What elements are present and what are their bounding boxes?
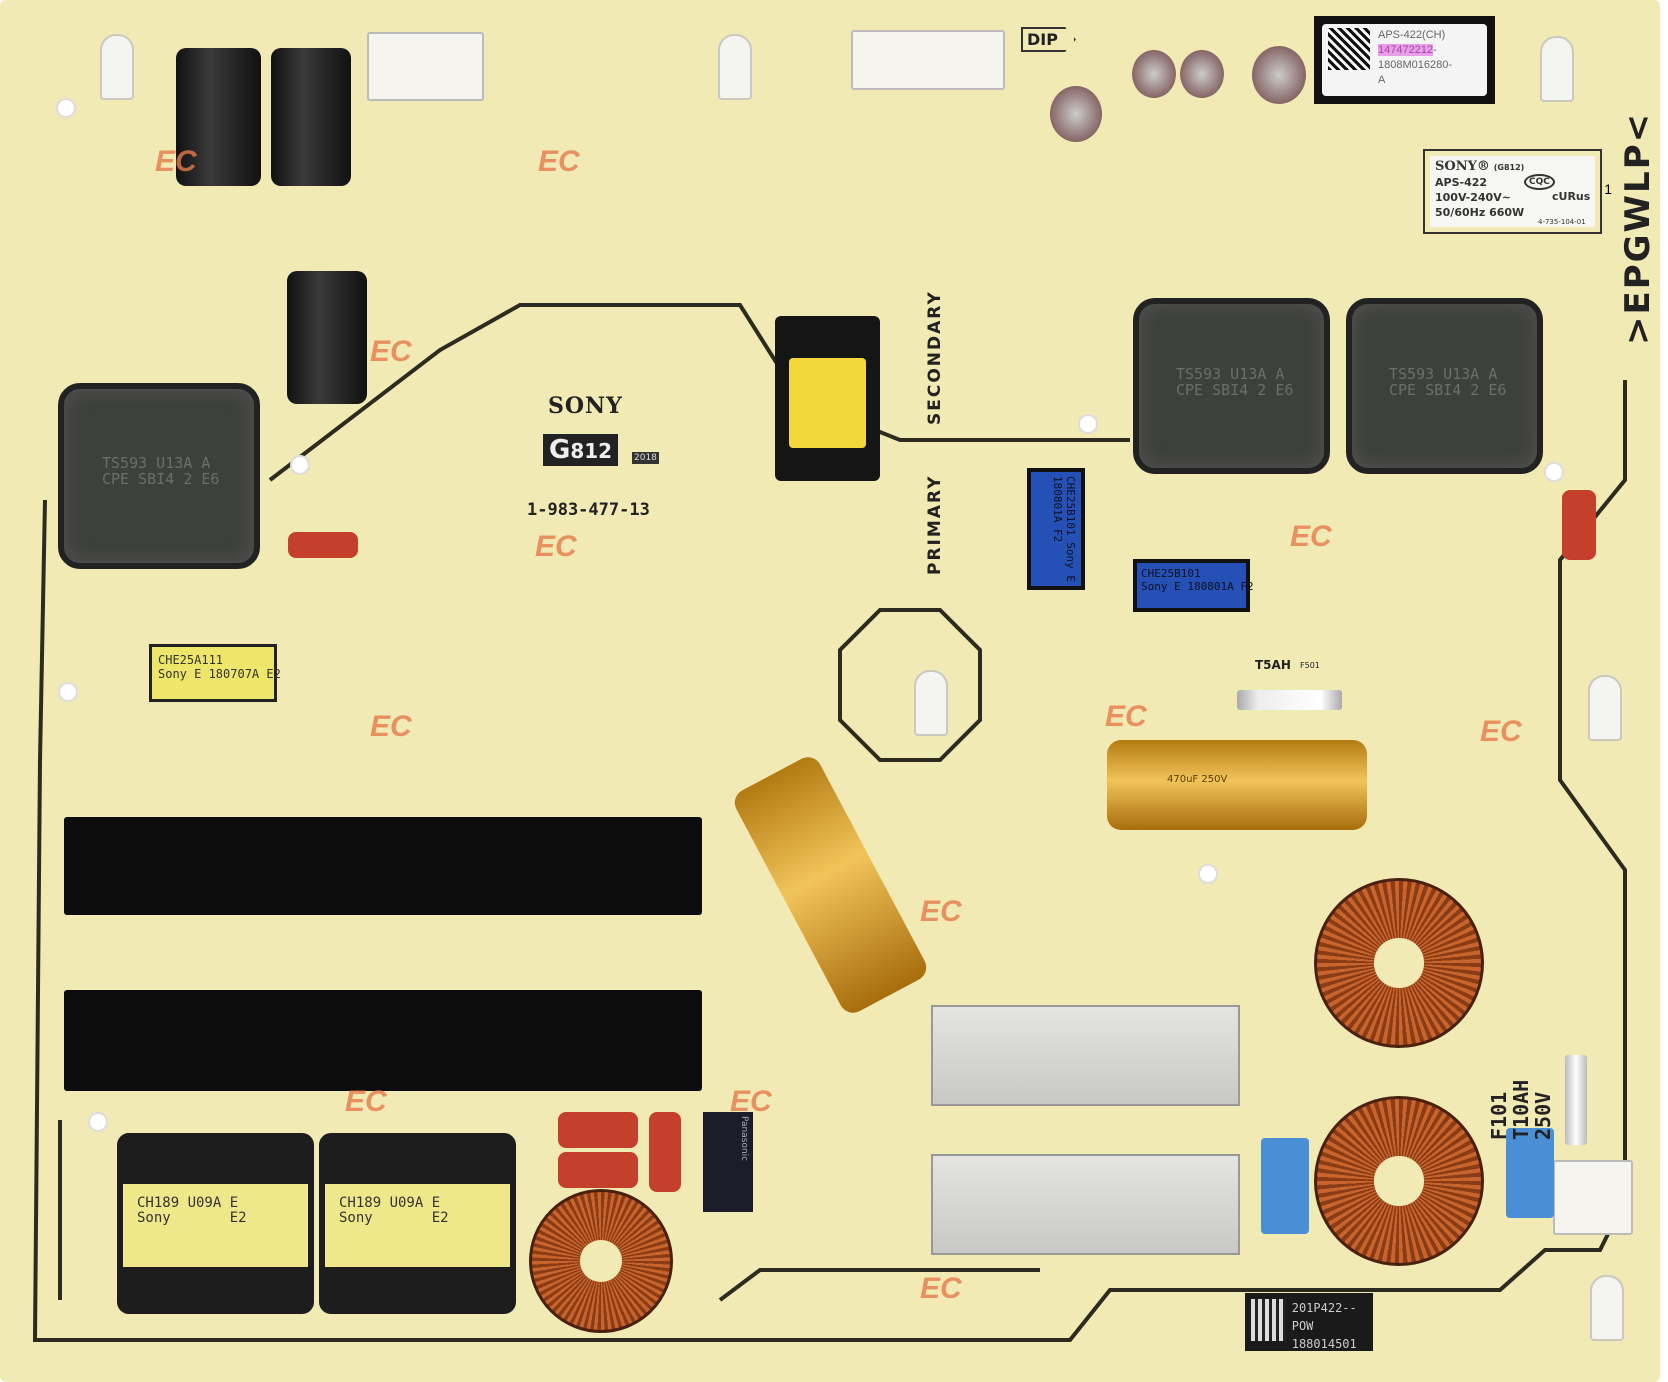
- sticker-line2: 188014501: [1291, 1337, 1357, 1351]
- rating-model: APS-422: [1435, 176, 1488, 189]
- board-part-number: 1-983-477-13: [527, 500, 650, 520]
- ec-mark: EC: [1105, 700, 1147, 733]
- mounting-hole: [58, 682, 78, 702]
- standby-transformer: [775, 316, 880, 481]
- ec-mark: EC: [345, 1085, 387, 1118]
- rating-brand: SONY®: [1435, 159, 1490, 174]
- aluminum-heatsink: [931, 1005, 1240, 1106]
- dip-marker: DIP: [1021, 27, 1076, 52]
- ec-mark: EC: [920, 1272, 962, 1305]
- small-transformer: CHE25A111 Sony E 180707A E2: [149, 644, 281, 702]
- pfc-transformer: CH189 U09A E Sony E2: [319, 1133, 516, 1314]
- ec-mark: EC: [730, 1085, 772, 1118]
- year-badge: 2018: [632, 452, 659, 464]
- heatsink: [64, 990, 702, 1091]
- connector-cn6601: [851, 30, 1005, 90]
- electrolytic-capacitor: [271, 48, 351, 186]
- mounting-hole: [56, 98, 76, 118]
- ec-mark: EC: [370, 335, 412, 368]
- small-capacitor: [1252, 46, 1306, 104]
- mounting-hole: [1198, 864, 1218, 884]
- fuse-rating-main: F101 T10AH 250V: [1487, 1079, 1555, 1140]
- fuse-f101: [1565, 1055, 1587, 1145]
- fuse-ref-small: F501: [1300, 661, 1320, 670]
- ec-mark: EC: [920, 895, 962, 928]
- ec-mark: EC: [535, 530, 577, 563]
- ec-mark: EC: [155, 145, 197, 178]
- x-capacitor: [1261, 1138, 1309, 1234]
- ul-mark: cURus: [1552, 190, 1591, 203]
- film-capacitor: [649, 1112, 681, 1192]
- blue-transformer: CHE25B101 Sony E 180801A F2: [1133, 559, 1254, 612]
- connector-ac-input: [1553, 1160, 1633, 1235]
- connector-cn: [367, 32, 484, 101]
- label-lot: 1808M016280-: [1378, 59, 1453, 71]
- power-transformer: TS593 U13A A CPE SBI4 2 E6: [1346, 298, 1543, 474]
- top-serial-label: APS-422(CH) 147472212- 1808M016280- A: [1314, 16, 1495, 104]
- mounting-hole: [88, 1112, 108, 1132]
- x-capacitor: [1506, 1128, 1554, 1218]
- rating-label: SONY® (G812) APS-422 100V-240V~ 50/60Hz …: [1423, 149, 1612, 234]
- film-capacitor: [1562, 490, 1596, 560]
- bottom-sticker: 201P422--POW 188014501: [1245, 1293, 1373, 1351]
- ec-mark: EC: [538, 145, 580, 178]
- primary-label: PRIMARY: [925, 474, 945, 575]
- toroid-choke: [529, 1189, 673, 1333]
- power-transformer: TS593 U13A A CPE SBI4 2 E6: [58, 383, 260, 569]
- mounting-tab: [1590, 1275, 1624, 1341]
- ec-mark: EC: [1480, 715, 1522, 748]
- rating-code: (G812): [1493, 163, 1525, 172]
- blue-transformer: CHE25B101 Sony E 180801A F2: [1027, 468, 1085, 590]
- sticker-line1: 201P422--POW: [1291, 1301, 1357, 1333]
- ec-mark: EC: [1290, 520, 1332, 553]
- fuse-rating-small: T5AH: [1255, 658, 1291, 672]
- rating-part: 4-735-104-01: [1538, 218, 1586, 226]
- electrolytic-capacitor: [176, 48, 261, 186]
- qr-code: [1251, 1299, 1286, 1341]
- small-capacitor: [1050, 86, 1102, 142]
- toroid-choke: [1314, 1096, 1484, 1266]
- mounting-hole: [1544, 462, 1564, 482]
- film-capacitor: [288, 532, 358, 558]
- rating-index: 1: [1604, 181, 1612, 197]
- rating-voltage: 100V-240V~: [1435, 191, 1511, 204]
- fuse-f501: [1237, 690, 1342, 710]
- toroid-choke: [1314, 878, 1484, 1048]
- mounting-tab: [1540, 36, 1574, 102]
- board-side-code: >EPGWLP<: [1618, 111, 1658, 345]
- model-badge: G812: [543, 434, 619, 466]
- aluminum-heatsink: [931, 1154, 1240, 1255]
- mounting-tab: [914, 670, 948, 736]
- pfc-transformer: CH189 U09A E Sony E2: [117, 1133, 314, 1314]
- film-capacitor: [558, 1112, 638, 1148]
- ec-mark: EC: [370, 710, 412, 743]
- mounting-tab: [1588, 675, 1622, 741]
- label-serial: 147472212: [1378, 44, 1434, 56]
- mounting-hole: [290, 455, 310, 475]
- sony-logo: SONY: [548, 393, 623, 419]
- electrolytic-capacitor: [287, 271, 367, 404]
- small-capacitor: [1180, 50, 1224, 98]
- small-capacitor: [1132, 50, 1176, 98]
- mounting-hole: [1078, 414, 1098, 434]
- power-transformer: TS593 U13A A CPE SBI4 2 E6: [1133, 298, 1330, 474]
- film-capacitor: [558, 1152, 638, 1188]
- mounting-tab: [718, 34, 752, 100]
- datamatrix-code: [1328, 28, 1370, 70]
- mounting-tab: [100, 34, 134, 100]
- bulk-capacitor: 470uF 250V: [1107, 740, 1367, 830]
- heatsink: [64, 817, 702, 915]
- cqc-mark: CQC: [1524, 174, 1555, 190]
- relay: Panasonic: [703, 1112, 753, 1212]
- label-model: APS-422(CH): [1378, 29, 1446, 41]
- label-serial-dash: -: [1433, 44, 1437, 56]
- secondary-label: SECONDARY: [925, 290, 945, 425]
- rating-power: 50/60Hz 660W: [1435, 206, 1525, 219]
- label-rev: A: [1378, 74, 1386, 86]
